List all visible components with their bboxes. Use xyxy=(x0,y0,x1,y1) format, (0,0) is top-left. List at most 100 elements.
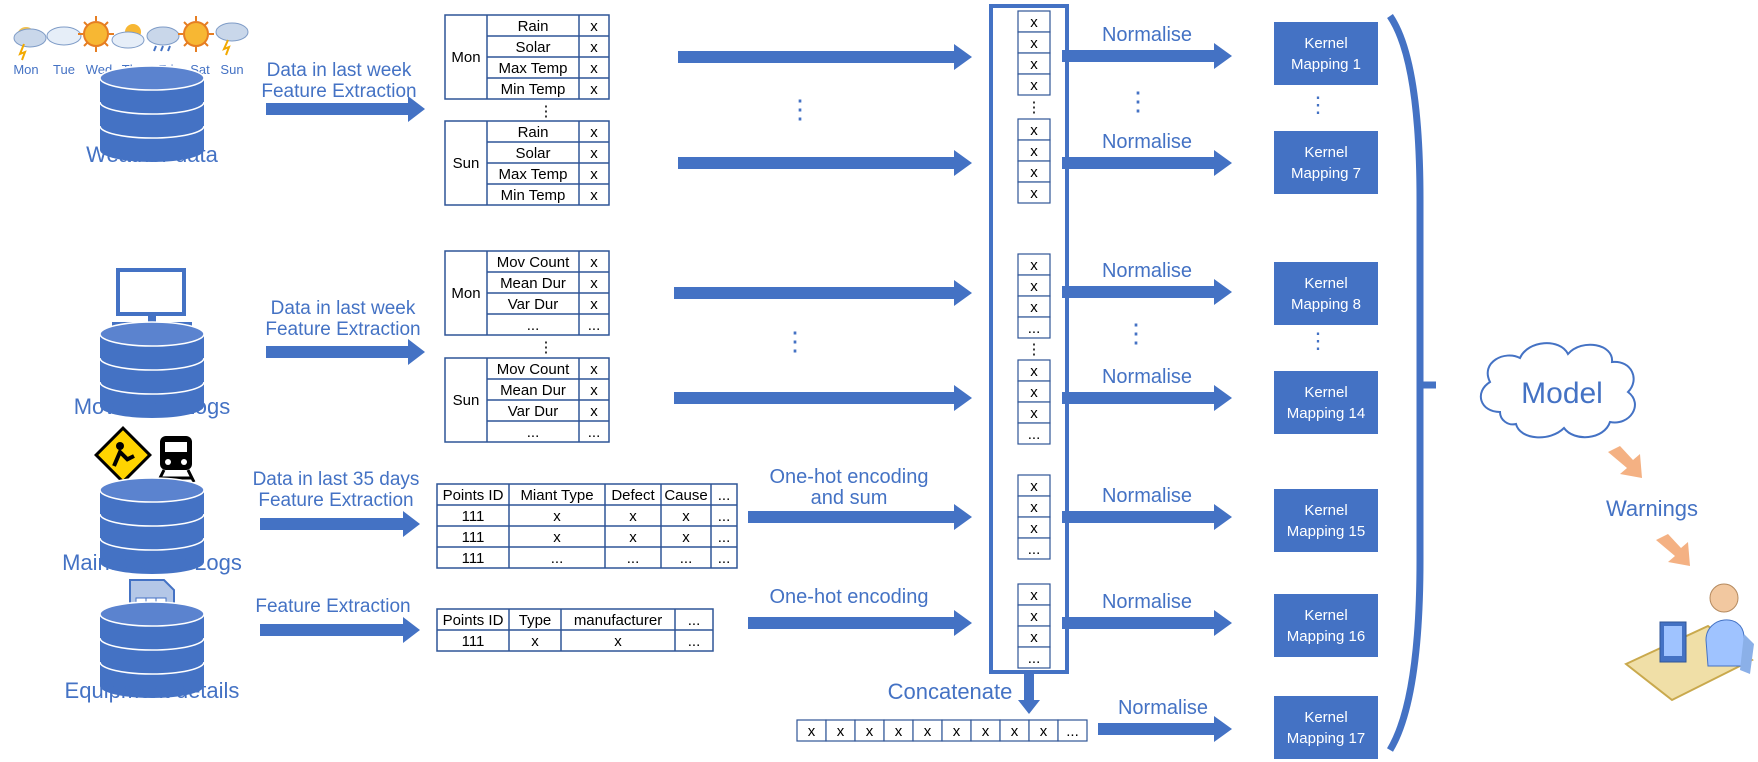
table-value-cell: x xyxy=(590,275,598,292)
kernel-mapping-box xyxy=(1274,594,1378,657)
table-cell: x xyxy=(614,633,622,650)
vector-cell-value: x xyxy=(1030,278,1038,295)
vector-cell xyxy=(1017,73,1051,96)
table-value-cell: x xyxy=(590,145,598,162)
normalise-label: Normalise xyxy=(1102,131,1192,153)
vertical-ellipsis: ⋮ xyxy=(1123,318,1149,348)
table-row-label: ... xyxy=(527,424,540,441)
table-value-cell: ... xyxy=(588,317,601,334)
equipment-step-label: Feature Extraction xyxy=(255,596,410,617)
normalise-label: Normalise xyxy=(1102,366,1192,388)
table-cell: ... xyxy=(551,550,564,567)
normalise-arrow xyxy=(1062,504,1232,530)
table-row-label: Var Dur xyxy=(508,403,559,420)
vertical-ellipsis: ⋮ xyxy=(1307,328,1329,353)
kernel-mapping-box xyxy=(1274,262,1378,325)
kernel-mapping-box xyxy=(1274,371,1378,434)
table-row-label: Rain xyxy=(518,18,549,35)
concat-cell-value: x xyxy=(895,723,903,740)
table-value-cell: x xyxy=(590,403,598,420)
train-icon xyxy=(156,436,196,483)
table-cell: x xyxy=(629,529,637,546)
user-at-computer-icon xyxy=(1624,583,1754,702)
kernel-label: Mapping 14 xyxy=(1287,405,1365,422)
table-header: Miant Type xyxy=(520,487,593,504)
weather-step-line1: Data in last week xyxy=(267,60,412,81)
flow-arrow xyxy=(678,44,972,70)
table-ellipsis: ⋮ xyxy=(539,103,554,120)
flow-arrow xyxy=(748,610,972,636)
concat-cell-value: x xyxy=(866,723,874,740)
weather-data-label: Weather data xyxy=(86,142,218,167)
table-value-cell: x xyxy=(590,382,598,399)
flow-arrow xyxy=(678,150,972,176)
vector-cell-value: x xyxy=(1030,77,1038,94)
flow-arrow xyxy=(674,280,972,306)
equipment-extraction-arrow xyxy=(260,617,420,643)
table-cell: ... xyxy=(680,550,693,567)
table-cell: x xyxy=(682,508,690,525)
table-header: Defect xyxy=(611,487,655,504)
table-to-vector-arrows xyxy=(674,44,972,636)
table-row-label: Mov Count xyxy=(497,361,570,378)
thunderstorm-icon xyxy=(215,22,249,56)
table-value-cell: x xyxy=(590,39,598,56)
table-header: ... xyxy=(718,487,731,504)
table-cell: ... xyxy=(718,529,731,546)
maintenance-encoding-line1: One-hot encoding xyxy=(769,466,928,488)
table-row-label: ... xyxy=(527,317,540,334)
table-cell: x xyxy=(682,529,690,546)
concat-cell-value: x xyxy=(953,723,961,740)
kernel-label: Kernel xyxy=(1304,384,1347,401)
table-cell: x xyxy=(629,508,637,525)
concat-cell-value: x xyxy=(808,723,816,740)
table-header: Cause xyxy=(664,487,707,504)
normalise-arrow xyxy=(1062,385,1232,411)
thunderstorm-icon xyxy=(13,27,47,61)
day-label: Tue xyxy=(53,62,75,77)
kernel-label: Mapping 7 xyxy=(1291,165,1361,182)
kernel-label: Mapping 1 xyxy=(1291,56,1361,73)
kernel-label: Mapping 16 xyxy=(1287,628,1365,645)
kernel-label: Kernel xyxy=(1304,607,1347,624)
partly-cloudy-icon xyxy=(111,24,145,49)
table-cell: ... xyxy=(718,508,731,525)
table-day-cell: Sun xyxy=(453,392,480,409)
road-work-sign-icon xyxy=(94,426,152,484)
table-cell: x xyxy=(553,508,561,525)
vector-cell-value: x xyxy=(1030,478,1038,495)
day-label: Mon xyxy=(13,62,38,77)
table-day-cell: Mon xyxy=(451,49,480,66)
normalise-arrow xyxy=(1062,43,1232,69)
concat-cell-value: x xyxy=(1040,723,1048,740)
model-label: Model xyxy=(1521,377,1603,410)
cloud-icon xyxy=(46,26,82,46)
table-value-cell: x xyxy=(590,18,598,35)
maintenance-table xyxy=(436,483,738,569)
model-cloud xyxy=(1479,342,1636,439)
vertical-ellipsis: ⋮ xyxy=(782,326,808,356)
weather-sun-table xyxy=(444,120,610,206)
table-cell: ... xyxy=(627,550,640,567)
vector-cell-value: x xyxy=(1030,587,1038,604)
vector-cell-value: ... xyxy=(1028,650,1041,667)
vector-ellipsis: ⋮ xyxy=(1027,99,1042,116)
movement-step-line2: Feature Extraction xyxy=(265,319,420,340)
vector-cell-value: x xyxy=(1030,384,1038,401)
kernel-label: Kernel xyxy=(1304,709,1347,726)
vector-cell-value: x xyxy=(1030,629,1038,646)
weather-step-line2: Feature Extraction xyxy=(261,81,416,102)
table-value-cell: x xyxy=(590,81,598,98)
table-row-label: Var Dur xyxy=(508,296,559,313)
maintenance-logs-label: Maintenance Logs xyxy=(62,550,242,575)
rain-cloud-icon xyxy=(146,26,180,52)
vector-cell-value: x xyxy=(1030,143,1038,160)
kernel-label: Mapping 15 xyxy=(1287,523,1365,540)
maintenance-step-line2: Feature Extraction xyxy=(258,490,413,511)
table-row-label: Max Temp xyxy=(499,166,568,183)
table-cell: 111 xyxy=(462,633,485,650)
table-header: Points ID xyxy=(443,487,504,504)
equipment-encoding-label: One-hot encoding xyxy=(769,586,928,608)
